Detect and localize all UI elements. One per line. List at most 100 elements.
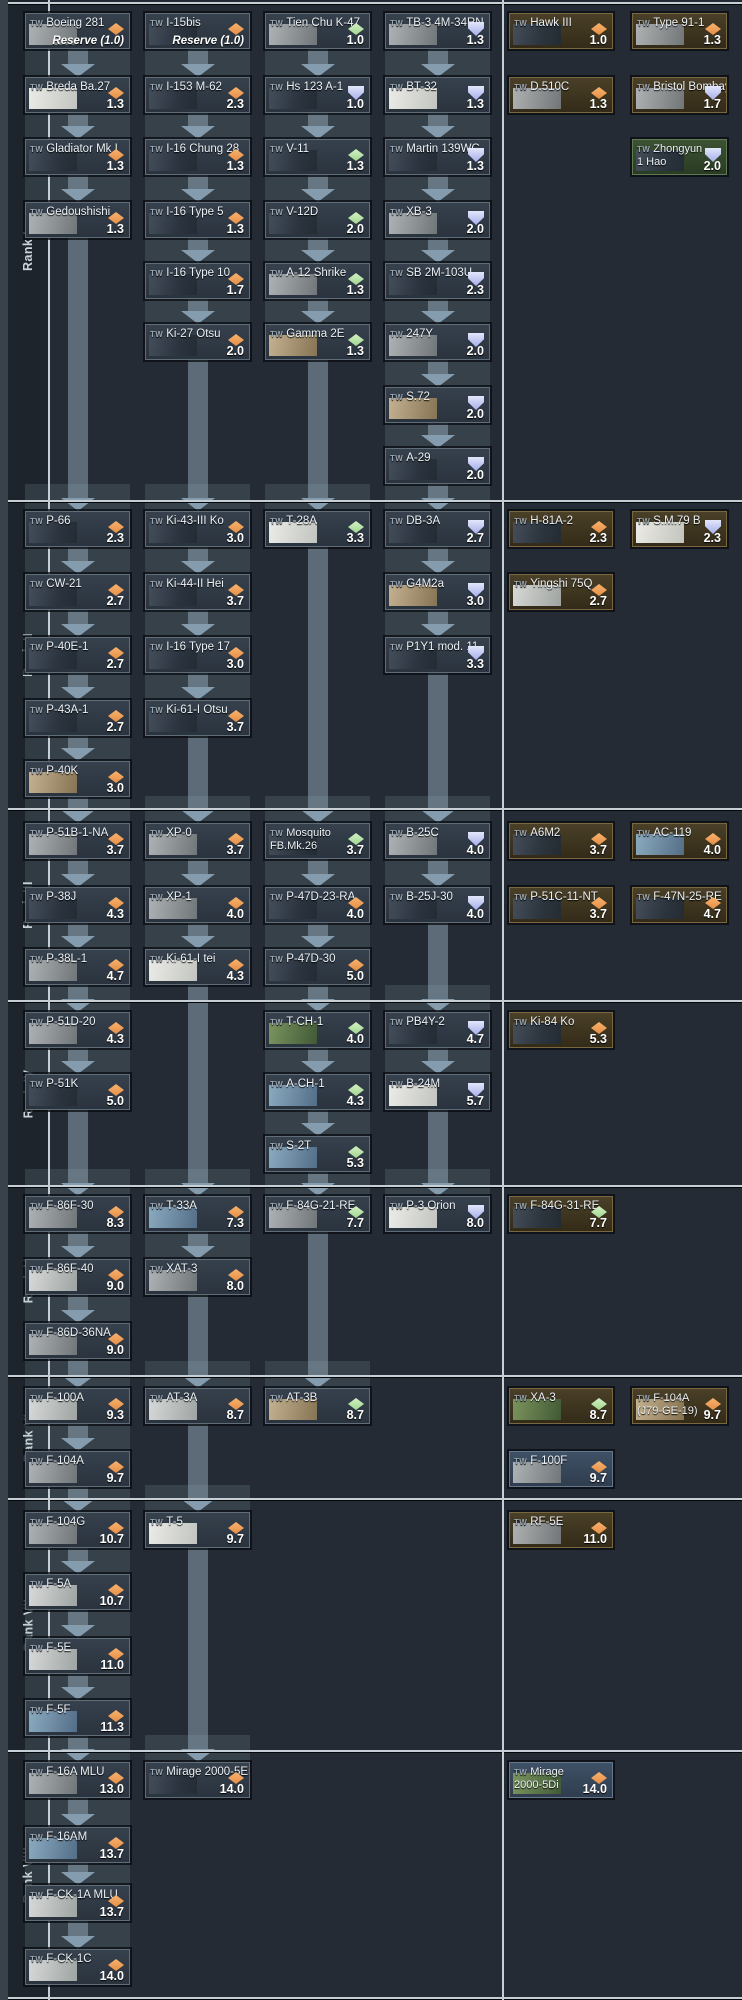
country-tag: TW — [390, 19, 404, 28]
battle-rating: 3.3 — [466, 657, 484, 671]
strike-aircraft-icon — [348, 334, 364, 346]
vehicle-thumbnail — [29, 1023, 77, 1044]
column-divider — [502, 0, 504, 2000]
